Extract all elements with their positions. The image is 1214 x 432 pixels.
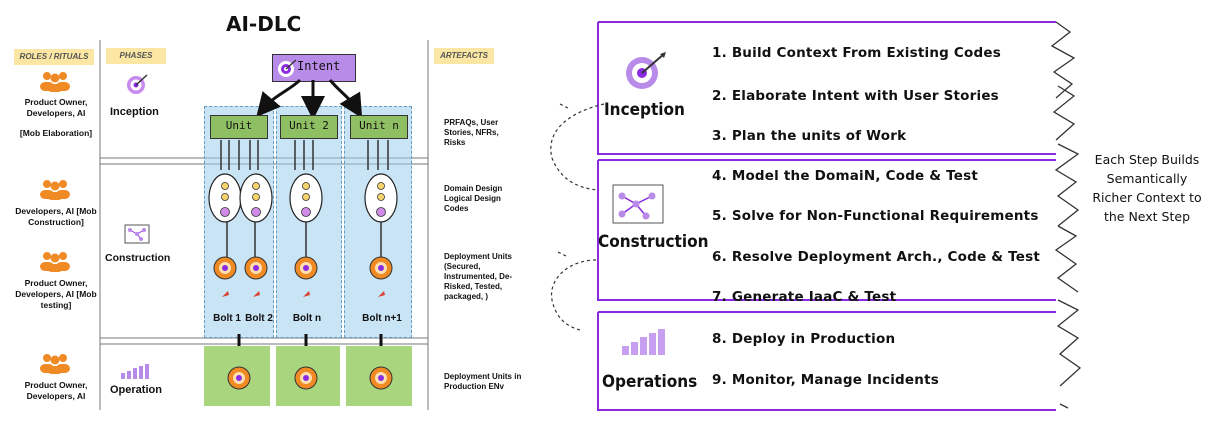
target-icon xyxy=(626,52,666,89)
step-7: 7. Generate IaaC & Test xyxy=(712,289,897,305)
step-4: 4. Model the DomaiN, Code & Test xyxy=(712,168,979,184)
step-9: 9. Monitor, Manage Incidents xyxy=(712,372,939,388)
phase-inception: Inception xyxy=(110,106,159,118)
role-inception-ritual: [Mob Elaboration] xyxy=(19,128,93,138)
bolt-label-2: Bolt 2 xyxy=(245,313,273,324)
phases-header: PHASES xyxy=(106,48,166,64)
role-testing: Product Owner, Developers, AI [Mob testi… xyxy=(15,278,97,310)
roles-header: ROLES / RITUALS xyxy=(14,49,94,65)
cycle-icons xyxy=(208,173,398,297)
bar-chart-icon xyxy=(121,364,149,379)
people-icon xyxy=(40,180,70,200)
step-3: 3. Plan the units of Work xyxy=(712,128,907,144)
step-1: 1. Build Context From Existing Codes xyxy=(712,45,1001,61)
artefact-inception: PRFAQs, User Stories, NFRs, Risks xyxy=(444,118,499,147)
bolt-label-4: Bolt n+1 xyxy=(362,313,402,324)
role-inception: Product Owner, Developers, AI xyxy=(24,97,88,118)
artefact-construction-design: Domain Design Logical Design Codes xyxy=(444,184,503,213)
right-phase-inception: Inception xyxy=(604,100,685,120)
step-5: 5. Solve for Non-Functional Requirements xyxy=(712,208,1039,224)
artefacts-header: ARTEFACTS xyxy=(434,48,494,64)
people-icon xyxy=(40,252,70,272)
phase-operation: Operation xyxy=(110,384,162,396)
right-phase-operations: Operations xyxy=(602,372,698,392)
phase-construction: Construction xyxy=(105,252,171,264)
graph-icon xyxy=(124,224,150,244)
bolt-label-3: Bolt n xyxy=(292,313,322,324)
graph-icon xyxy=(612,184,664,224)
artefact-deployment-units: Deployment Units (Secured, Instrumented,… xyxy=(444,252,513,301)
diagram-title: AI-DLC xyxy=(226,12,302,36)
unit-box-2: Unit 2 xyxy=(280,115,338,139)
right-phase-construction: Construction xyxy=(598,232,709,252)
unit-box-1: Unit xyxy=(210,115,268,139)
step-6: 6. Resolve Deployment Arch., Code & Test xyxy=(712,249,1040,265)
people-icon xyxy=(40,354,70,374)
flow-arrows xyxy=(220,78,393,378)
target-icon xyxy=(278,59,297,77)
artefact-production: Deployment Units in Production ENv xyxy=(444,372,522,391)
intent-label: Intent xyxy=(297,59,341,73)
step-2: 2. Elaborate Intent with User Stories xyxy=(712,88,999,104)
bar-chart-icon xyxy=(622,329,665,355)
unit-box-3: Unit n xyxy=(350,115,408,139)
operation-targets xyxy=(227,366,393,390)
people-icon xyxy=(40,72,70,92)
step-8: 8. Deploy in Production xyxy=(712,331,896,347)
bolt-label-1: Bolt 1 xyxy=(213,313,241,324)
side-note: Each Step Builds Semantically Richer Con… xyxy=(1092,152,1202,224)
role-operation: Product Owner, Developers, AI xyxy=(24,380,88,401)
target-icon xyxy=(127,74,148,94)
role-construction: Developers, AI [Mob Construction] xyxy=(15,206,97,227)
